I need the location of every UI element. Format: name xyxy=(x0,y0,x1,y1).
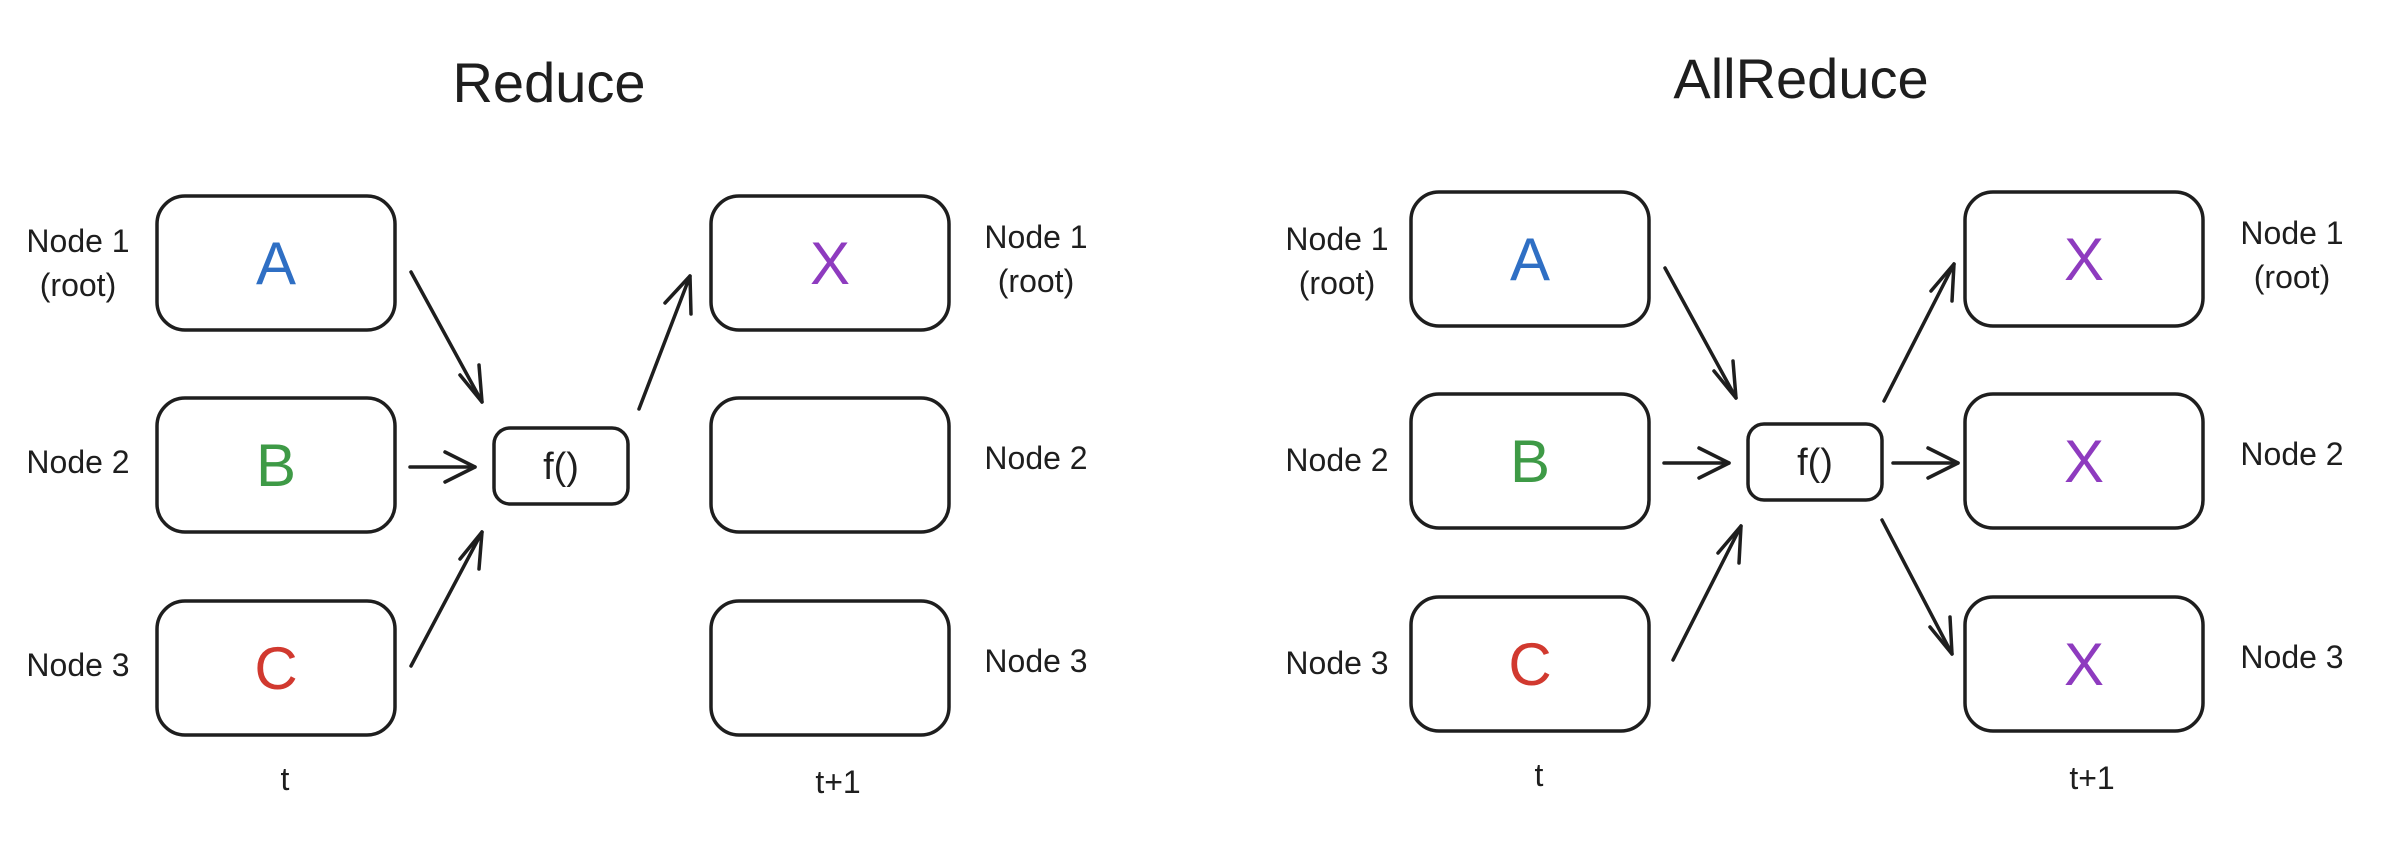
allreduce-input-box-node3 xyxy=(1409,595,1651,733)
allreduce-time-after: t+1 xyxy=(2069,760,2114,796)
reduce-output-box-node3 xyxy=(709,599,951,737)
reduce-panel: Reduce Node 1 (root) Node 2 Node 3 A B C… xyxy=(26,51,1087,800)
reduce-time-after: t+1 xyxy=(815,764,860,800)
allreduce-output-value-node1: X xyxy=(2064,226,2104,293)
allreduce-output-box-node3 xyxy=(1963,595,2205,733)
allreduce-right-label-node1-root: (root) xyxy=(2254,259,2330,295)
reduce-right-label-node1-root: (root) xyxy=(998,263,1074,299)
reduce-arrow-node2-to-f xyxy=(408,450,477,484)
reduce-left-label-node2: Node 2 xyxy=(26,444,129,480)
allreduce-arrow-f-to-node1 xyxy=(1882,262,1956,403)
allreduce-input-value-c: C xyxy=(1508,631,1551,698)
allreduce-left-label-node1-root: (root) xyxy=(1299,265,1375,301)
reduce-left-label-node1: Node 1 xyxy=(26,223,129,259)
allreduce-function-label: f() xyxy=(1797,442,1833,484)
allreduce-input-box-node2 xyxy=(1409,392,1651,530)
allreduce-panel: AllReduce Node 1 (root) Node 2 Node 3 A … xyxy=(1285,47,2343,796)
allreduce-arrow-node3-to-f xyxy=(1671,524,1743,662)
reduce-input-box-node2 xyxy=(155,396,397,534)
reduce-output-value-x: X xyxy=(810,230,850,297)
allreduce-arrow-f-to-node3 xyxy=(1880,518,1954,656)
allreduce-input-value-b: B xyxy=(1510,428,1550,495)
allreduce-right-label-node3: Node 3 xyxy=(2240,639,2343,675)
reduce-right-label-node3: Node 3 xyxy=(984,643,1087,679)
allreduce-right-label-node1: Node 1 xyxy=(2240,215,2343,251)
allreduce-right-label-node2: Node 2 xyxy=(2240,436,2343,472)
reduce-left-label-node1-root: (root) xyxy=(40,267,116,303)
allreduce-arrow-f-to-node2 xyxy=(1891,446,1960,480)
reduce-function-box xyxy=(492,426,630,506)
reduce-right-label-node1: Node 1 xyxy=(984,219,1087,255)
allreduce-output-box-node1 xyxy=(1963,190,2205,328)
reduce-input-box-node3 xyxy=(155,599,397,737)
allreduce-output-value-node3: X xyxy=(2064,631,2104,698)
reduce-arrow-node1-to-f xyxy=(409,270,484,404)
allreduce-arrow-node2-to-f xyxy=(1662,446,1731,480)
allreduce-function-box xyxy=(1746,422,1884,502)
reduce-input-value-a: A xyxy=(256,230,296,297)
reduce-output-box-node2 xyxy=(709,396,951,534)
reduce-title: Reduce xyxy=(452,51,645,114)
allreduce-time-before: t xyxy=(1535,757,1544,793)
allreduce-title: AllReduce xyxy=(1673,47,1928,110)
allreduce-output-value-node2: X xyxy=(2064,428,2104,495)
reduce-arrow-f-to-node1 xyxy=(637,274,693,411)
reduce-time-before: t xyxy=(281,761,290,797)
allreduce-left-label-node1: Node 1 xyxy=(1285,221,1388,257)
reduce-arrow-node3-to-f xyxy=(409,530,484,668)
allreduce-left-label-node2: Node 2 xyxy=(1285,442,1388,478)
reduce-right-label-node2: Node 2 xyxy=(984,440,1087,476)
reduce-output-box-node1 xyxy=(709,194,951,332)
reduce-input-value-b: B xyxy=(256,432,296,499)
allreduce-input-box-node1 xyxy=(1409,190,1651,328)
reduce-input-box-node1 xyxy=(155,194,397,332)
allreduce-output-box-node2 xyxy=(1963,392,2205,530)
reduce-function-label: f() xyxy=(543,446,579,488)
allreduce-input-value-a: A xyxy=(1510,226,1550,293)
allreduce-left-label-node3: Node 3 xyxy=(1285,645,1388,681)
allreduce-arrow-node1-to-f xyxy=(1663,266,1738,400)
reduce-input-value-c: C xyxy=(254,635,297,702)
reduce-left-label-node3: Node 3 xyxy=(26,647,129,683)
